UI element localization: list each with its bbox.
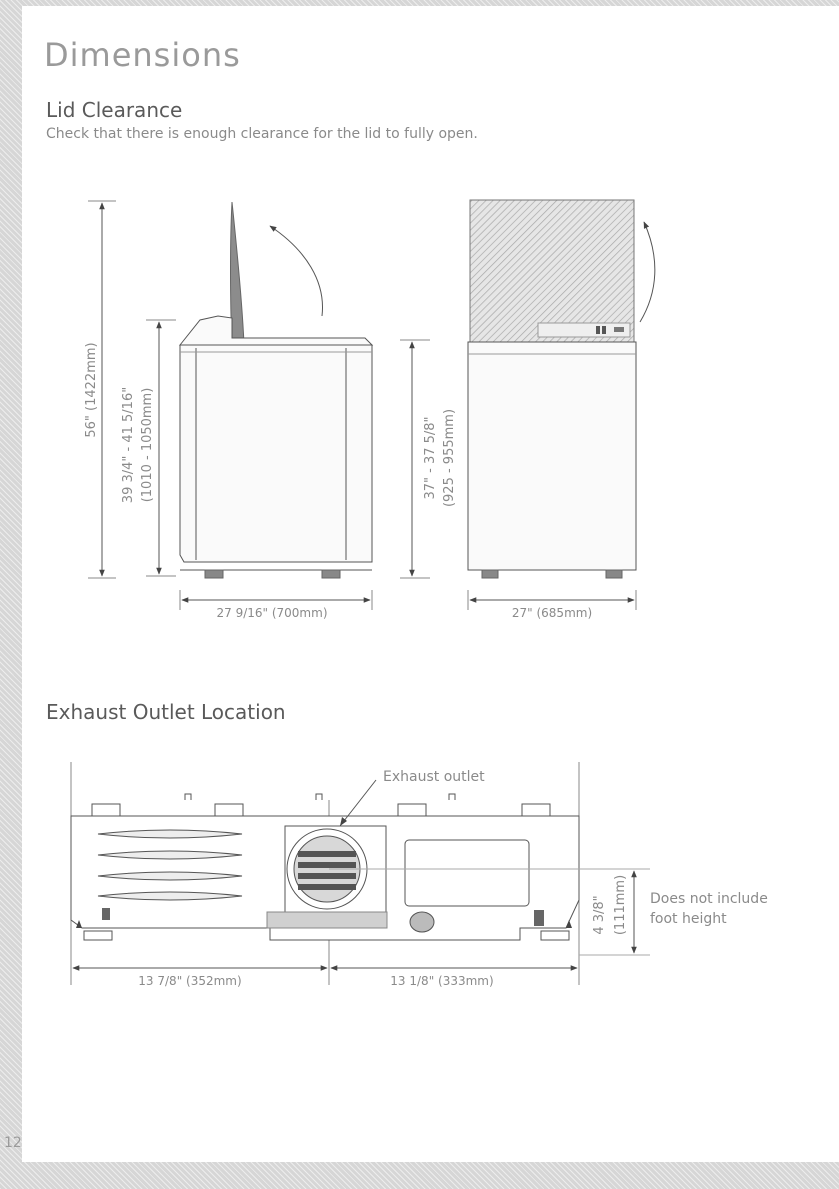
exhaust-note-line1: Does not include <box>650 891 768 907</box>
exhaust-callout-label: Exhaust outlet <box>383 769 485 785</box>
front-height-in-label: 37" - 37 5/8" <box>423 416 438 499</box>
front-view-diagram <box>400 199 656 610</box>
side-depth-label: 27 9/16" (700mm) <box>216 606 327 620</box>
page-title: Dimensions <box>44 36 241 74</box>
side-view-diagram <box>88 200 374 610</box>
front-height-mm-label: (925 - 955mm) <box>442 409 457 507</box>
lid-clearance-description: Check that there is enough clearance for… <box>46 126 478 142</box>
exhaust-left-distance-label: 13 7/8" (352mm) <box>138 974 241 988</box>
side-open-height-label: 56" (1422mm) <box>84 342 99 437</box>
side-cabinet-height-in-label: 39 3/4" - 41 5/16" <box>121 387 136 503</box>
exhaust-height-mm-label: (111mm) <box>613 875 628 935</box>
lid-clearance-heading: Lid Clearance <box>46 98 183 122</box>
exhaust-outlet-heading: Exhaust Outlet Location <box>46 700 286 724</box>
side-cabinet-height-mm-label: (1010 - 1050mm) <box>140 388 155 503</box>
exhaust-right-distance-label: 13 1/8" (333mm) <box>390 974 493 988</box>
exhaust-height-in-label: 4 3/8" <box>592 895 607 934</box>
front-width-label: 27" (685mm) <box>512 606 592 620</box>
exhaust-note-line2: foot height <box>650 911 727 927</box>
exhaust-diagram <box>70 762 650 985</box>
page-number: 12 <box>4 1135 22 1151</box>
